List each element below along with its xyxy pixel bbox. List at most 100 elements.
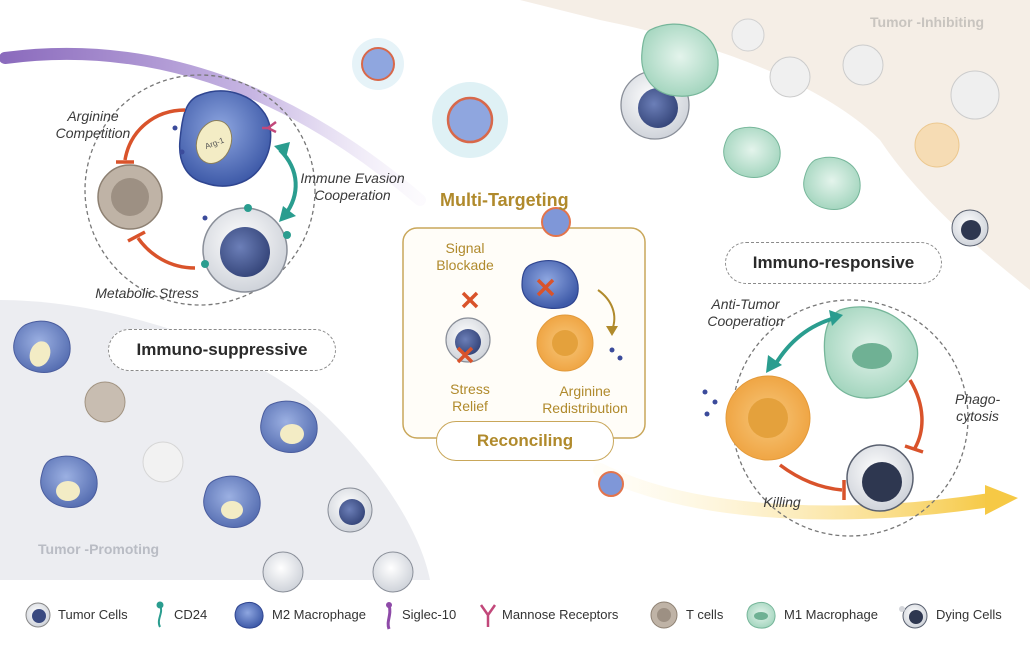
block-cross-icon [456, 346, 474, 364]
right-interaction-circle [731, 299, 969, 537]
dying-cell-nucleus [961, 220, 981, 240]
arginine-redistribution-label: Arginine Redistribution [542, 383, 628, 416]
anti-tumor-arrow [773, 316, 836, 367]
legend-label: Dying Cells [936, 607, 1002, 622]
killing-label: Killing [763, 494, 801, 510]
m1-macrophage-cell [641, 23, 719, 97]
faded-tumor-cell [950, 70, 1000, 120]
stress-relief-label: Stress Relief [450, 381, 490, 414]
tumor-cell-nucleus [638, 88, 678, 128]
teal-arrowhead [274, 142, 290, 158]
arginine-dot [617, 355, 623, 361]
tumor-promoting-region [0, 300, 430, 580]
metabolic-stress-label: Metabolic Stress [95, 285, 199, 301]
purple-flow-arc [0, 47, 426, 206]
multi-targeting-title: Multi-Targeting [440, 190, 569, 210]
legend-item-m1-macrophage: M1 Macrophage [744, 582, 878, 647]
teal-arrowhead [279, 206, 296, 222]
m1-macrophage-cell [803, 156, 861, 211]
cd24-dot [201, 260, 209, 268]
tumor-cell [372, 551, 414, 593]
legend-item-cd24: CD24 [150, 582, 207, 647]
phagocytosis-label: Phago- cytosis [955, 391, 1001, 424]
immune-evasion-label: Immune Evasion Cooperation [300, 170, 405, 203]
immuno-responsive-pill: Immuno-responsive [725, 242, 942, 284]
legend-item-dying-cells: Dying Cells [896, 582, 1002, 647]
tumor-inhibiting-label: Tumor -Inhibiting [870, 14, 985, 30]
phagocytosis-inhibit [908, 379, 924, 449]
nanoparticle [598, 471, 624, 497]
metabolic-stress-inhibit [136, 236, 196, 270]
m2-macrophage-icon [234, 601, 264, 629]
arg1-enzyme [221, 501, 243, 519]
arginine-dot [179, 149, 185, 155]
cd24-dot [283, 231, 291, 239]
tumor-cell-icon [25, 602, 51, 627]
cd24-dot [244, 204, 252, 212]
legend-item-mannose-receptors: Mannose Receptors [478, 582, 618, 647]
arginine-dot [704, 411, 710, 417]
effector-t-cell-nucleus [552, 330, 578, 356]
t-cell-nucleus [111, 178, 149, 216]
siglec10-icon [386, 601, 392, 630]
yellow-flow-arc [593, 463, 997, 520]
legend-item-t-cells: T cells [648, 582, 723, 647]
faded-tumor-cell [142, 441, 184, 483]
faded-tumor-cell [731, 18, 765, 52]
faded-tumor-cell [842, 44, 884, 86]
arginine-competition-label: Arginine Competition [55, 108, 131, 141]
arg1-enzyme [56, 481, 80, 501]
nanoparticle [352, 38, 404, 90]
arginine-dot [202, 215, 208, 221]
legend-label: Siglec-10 [402, 607, 457, 622]
legend-item-tumor-cells: Tumor Cells [22, 582, 128, 647]
m1-macrophage-cell [723, 126, 781, 179]
faded-tumor-cell [769, 56, 811, 98]
tumor-cell [262, 551, 304, 593]
arginine-competition-inhibit [123, 108, 186, 161]
signal-blockade-label: Signal Blockade [436, 240, 494, 273]
arg1-enzyme [29, 341, 51, 367]
cd24-icon [156, 601, 164, 627]
faded-effector-cell [914, 122, 960, 168]
arginine-dot [702, 389, 708, 395]
immune-evasion-arrow [278, 148, 298, 217]
left-interaction-circle [84, 74, 316, 306]
reconciling-pill: Reconciling [436, 421, 614, 461]
legend-label: Tumor Cells [58, 607, 128, 622]
tumor-cell-nucleus [455, 329, 481, 355]
legend-label: T cells [686, 607, 724, 622]
inhibit-bar [904, 444, 924, 454]
mannose-receptor-icon [479, 603, 497, 627]
killing-inhibit [778, 463, 843, 492]
arginine-dot [712, 399, 718, 405]
dying-cell-icon [899, 603, 928, 628]
gold-arrowhead [606, 326, 618, 336]
arginine-dot [609, 347, 615, 353]
legend-item-m2-macrophage: M2 Macrophage [232, 582, 366, 647]
tumor-cell-nucleus [220, 227, 270, 277]
tumor-promoting-label: Tumor -Promoting [38, 541, 160, 557]
nanoparticle-complex [432, 82, 508, 158]
arg1-enzyme [195, 120, 233, 164]
dying-cell-nucleus [862, 462, 902, 502]
block-cross-icon [461, 291, 479, 309]
t-cell [84, 381, 126, 423]
legend-item-siglec10: Siglec-10 [380, 582, 456, 647]
effector-t-cell-nucleus [748, 398, 788, 438]
center-nanoparticle [541, 207, 571, 237]
block-cross-icon [536, 278, 555, 297]
legend-label: CD24 [174, 607, 208, 622]
legend: Tumor Cells CD24 M2 Macrophage Siglec-10… [0, 582, 1030, 647]
legend-label: Mannose Receptors [502, 607, 619, 622]
anti-tumor-label: Anti-Tumor Cooperation [707, 296, 784, 329]
arg1-enzyme [280, 424, 304, 444]
immuno-suppressive-pill: Immuno-suppressive [108, 329, 336, 371]
teal-arrowhead [829, 310, 843, 326]
t-cell-icon [650, 601, 678, 628]
legend-label: M1 Macrophage [784, 607, 878, 622]
tumor-inhibiting-region [520, 0, 1030, 290]
teal-arrowhead [766, 355, 782, 373]
inhibit-bar [127, 230, 146, 243]
